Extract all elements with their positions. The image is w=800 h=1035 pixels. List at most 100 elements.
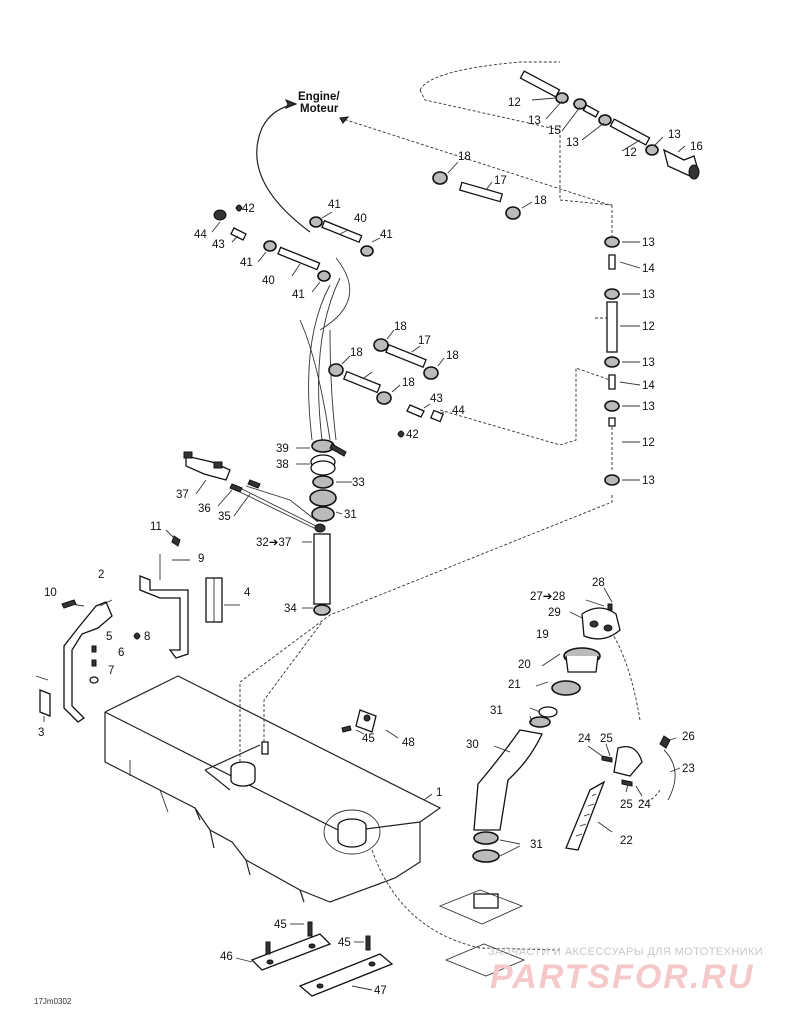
label-12d: 12 <box>642 437 655 449</box>
upper-right-hose-assembly <box>519 70 700 180</box>
label-3: 3 <box>38 727 44 739</box>
label-46: 46 <box>220 951 233 963</box>
label-45c: 45 <box>338 937 351 949</box>
watermark: ЗАПЧАСТИ И АКСЕССУАРЫ ДЛЯ МОТОТЕХНИКИ PA… <box>488 946 763 996</box>
top-middle-hose <box>432 161 533 220</box>
label-35: 35 <box>218 511 231 523</box>
fuel-filter-stack <box>296 439 352 616</box>
label-10: 10 <box>44 587 57 599</box>
label-31b: 31 <box>530 839 543 851</box>
label-13h: 13 <box>642 475 655 487</box>
label-13f: 13 <box>642 357 655 369</box>
part-labels: 1 2 3 4 5 6 7 8 9 10 11 12 12 12 12 13 1… <box>38 97 703 997</box>
engine-label: Engine/ <box>298 91 340 103</box>
label-47: 47 <box>374 985 387 997</box>
label-12b: 12 <box>624 147 637 159</box>
label-27: 27➔28 <box>530 591 565 603</box>
fuel-tank <box>104 675 442 903</box>
label-5: 5 <box>106 631 112 643</box>
label-18c: 18 <box>394 321 407 333</box>
label-4: 4 <box>244 587 251 599</box>
label-36: 36 <box>198 503 211 515</box>
label-11: 11 <box>150 521 162 533</box>
label-7: 7 <box>108 665 114 677</box>
label-1: 1 <box>436 787 442 799</box>
label-18a: 18 <box>458 151 471 163</box>
label-15: 15 <box>548 125 561 137</box>
engine-connection: Engine/ Moteur <box>256 91 350 233</box>
label-48: 48 <box>402 737 415 749</box>
label-2: 2 <box>98 569 104 581</box>
label-29: 29 <box>548 607 561 619</box>
label-33: 33 <box>352 477 365 489</box>
label-43a: 43 <box>212 239 225 251</box>
label-13b: 13 <box>566 137 579 149</box>
figure-code: 17Jm0302 <box>34 997 72 1006</box>
label-14b: 14 <box>642 380 655 392</box>
label-13g: 13 <box>642 401 655 413</box>
wiring-harness <box>183 451 321 531</box>
label-17b: 17 <box>418 335 431 347</box>
label-23: 23 <box>682 763 695 775</box>
label-45a: 45 <box>362 733 375 745</box>
label-18b: 18 <box>534 195 547 207</box>
label-42b: 42 <box>406 429 419 441</box>
filler-neck-assembly <box>438 587 621 977</box>
brackets <box>35 529 240 723</box>
label-13d: 13 <box>642 237 655 249</box>
label-13e: 13 <box>642 289 655 301</box>
label-44b: 44 <box>452 405 465 417</box>
label-30: 30 <box>466 739 479 751</box>
label-31a: 31 <box>490 705 503 717</box>
label-8: 8 <box>144 631 150 643</box>
label-18f: 18 <box>402 377 415 389</box>
label-18d: 18 <box>446 350 459 362</box>
watermark-logo: PARTSFOR.RU <box>490 958 754 996</box>
label-13c: 13 <box>668 129 681 141</box>
right-vertical-line <box>604 236 641 486</box>
leader-1 <box>423 793 433 801</box>
label-22: 22 <box>620 835 633 847</box>
label-39: 39 <box>276 443 289 455</box>
watermark-text: ЗАПЧАСТИ И АКСЕССУАРЫ ДЛЯ МОТОТЕХНИКИ <box>488 946 763 958</box>
mounting-hardware <box>235 709 399 997</box>
label-28: 28 <box>592 577 605 589</box>
label-45b: 45 <box>274 919 287 931</box>
label-41b: 41 <box>380 229 393 241</box>
label-38: 38 <box>276 459 289 471</box>
label-13a: 13 <box>528 115 541 127</box>
label-25b: 25 <box>620 799 633 811</box>
label-41a: 41 <box>328 199 341 211</box>
label-6: 6 <box>118 647 124 659</box>
label-44a: 44 <box>194 229 207 241</box>
label-24b: 24 <box>638 799 651 811</box>
middle-hoses <box>328 329 445 438</box>
label-26: 26 <box>682 731 695 743</box>
label-16: 16 <box>690 141 703 153</box>
label-20: 20 <box>518 659 531 671</box>
vent-hose <box>565 735 681 851</box>
label-32: 32➔37 <box>256 537 291 549</box>
label-9: 9 <box>198 553 204 565</box>
label-31c: 31 <box>344 509 357 521</box>
label-24a: 24 <box>578 733 591 745</box>
label-34: 34 <box>284 603 297 615</box>
label-43b: 43 <box>430 393 443 405</box>
label-41d: 41 <box>292 289 305 301</box>
label-21: 21 <box>508 679 521 691</box>
label-19: 19 <box>536 629 549 641</box>
braided-hoses <box>299 257 351 441</box>
flow-lines <box>239 61 661 951</box>
label-42a: 42 <box>242 203 255 215</box>
label-17a: 17 <box>494 175 507 187</box>
label-12a: 12 <box>508 97 521 109</box>
engine-label-2: Moteur <box>300 103 339 115</box>
label-12c: 12 <box>642 321 655 333</box>
label-37: 37 <box>176 489 189 501</box>
upper-left-hoses <box>211 204 381 293</box>
label-40a: 40 <box>354 213 367 225</box>
label-25a: 25 <box>600 733 613 745</box>
label-14a: 14 <box>642 263 655 275</box>
label-18e: 18 <box>350 347 363 359</box>
